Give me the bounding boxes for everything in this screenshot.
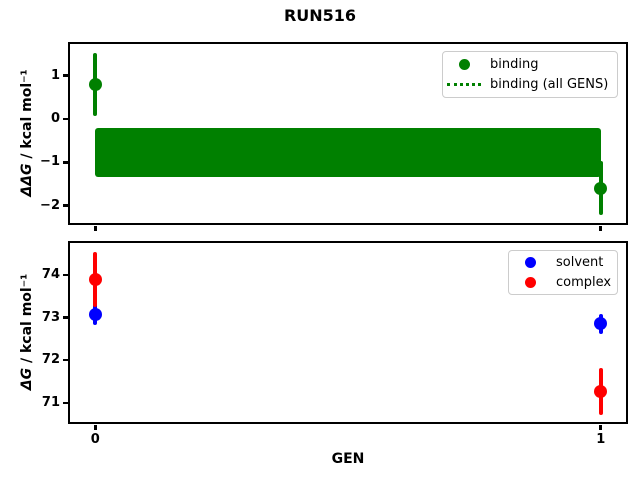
confidence-band — [95, 128, 601, 177]
solvent-data-point — [594, 317, 608, 331]
circle-marker-icon — [446, 58, 482, 70]
y-tick-label: 73 — [41, 309, 60, 325]
y-tick — [62, 117, 68, 121]
y-tick — [62, 74, 68, 77]
binding-data-point — [88, 77, 102, 91]
y-tick — [62, 358, 68, 362]
y-tick — [62, 401, 68, 405]
x-tick — [599, 424, 602, 430]
legend-label: binding — [490, 56, 539, 72]
binding-legend-item: binding — [446, 54, 611, 75]
circle-marker-icon — [512, 276, 548, 288]
solvent-data-point — [88, 307, 102, 321]
x-tick — [599, 225, 602, 231]
legend-dotted-line-icon — [447, 83, 481, 87]
binding-data-point — [594, 181, 608, 195]
x-axis-label: GEN — [331, 451, 365, 467]
complex-data-point — [88, 272, 102, 286]
delta-g-symbol: ΔG — [19, 367, 35, 391]
y-tick-label: −1 — [40, 154, 60, 170]
x-tick-label: 1 — [596, 432, 606, 447]
legend-label: complex — [556, 274, 612, 290]
solvent-legend-item: solvent — [512, 253, 611, 273]
legend-dot-icon — [524, 276, 536, 288]
x-tick — [94, 225, 97, 231]
figure-title: RUN516 — [283, 6, 357, 25]
y-tick-label: 72 — [41, 352, 60, 368]
legend-label: solvent — [556, 255, 604, 271]
dotted-line-icon — [446, 83, 482, 87]
legend-dot-icon — [458, 58, 470, 70]
complex-legend-item: complex — [512, 273, 611, 293]
y-tick-label: −2 — [40, 197, 60, 213]
y-tick-label: 71 — [41, 394, 60, 410]
y-tick — [62, 316, 68, 319]
free-energy-y-axis-label: ΔG / kcal mol⁻¹ — [19, 274, 35, 390]
y-tick-label: 0 — [50, 110, 60, 126]
free-energy-legend: solvent complex — [508, 250, 618, 295]
complex-data-point — [594, 384, 608, 398]
binding-y-axis-label: ΔΔG / kcal mol⁻¹ — [19, 69, 35, 196]
x-tick-label: 0 — [90, 432, 100, 447]
y-tick-label: 1 — [50, 67, 60, 83]
y-tick — [62, 161, 68, 164]
x-tick — [94, 424, 97, 430]
legend-dot-icon — [524, 257, 536, 269]
y-tick-label: 74 — [41, 266, 60, 282]
y-tick — [62, 204, 68, 207]
legend-label: binding (all GENS) — [490, 77, 609, 93]
binding-all-gens--legend-item: binding (all GENS) — [446, 75, 611, 96]
binding-legend: binding binding (all GENS) — [442, 51, 618, 98]
circle-marker-icon — [512, 257, 548, 269]
y-tick — [62, 273, 68, 277]
